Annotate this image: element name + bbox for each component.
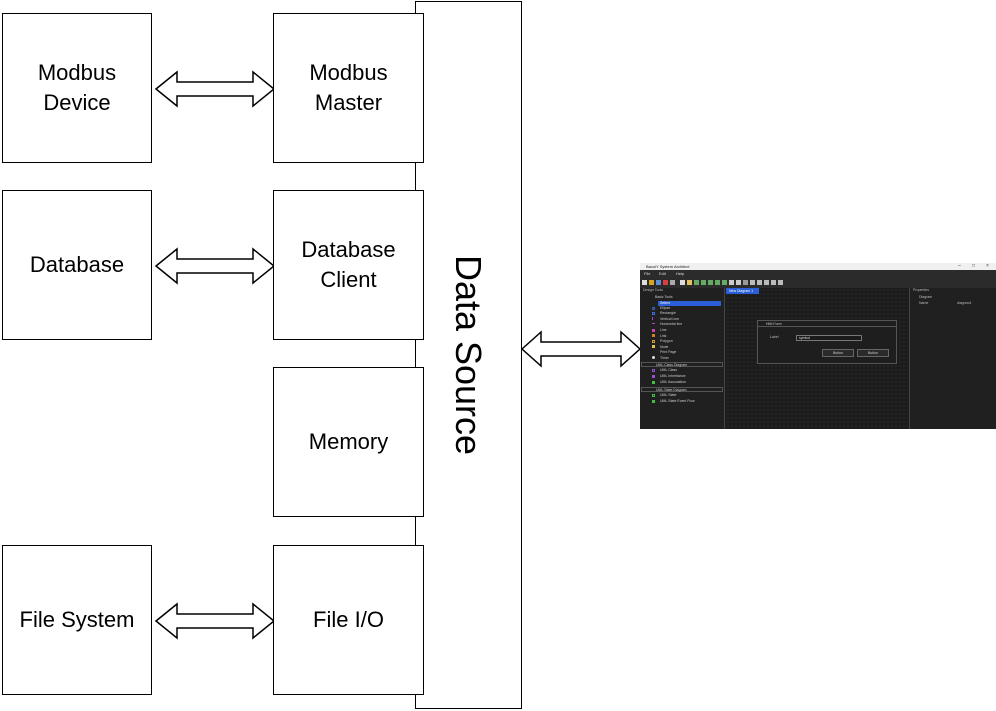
- form-button-1: Button: [822, 349, 854, 357]
- tool-ellipse: Ellipse: [660, 306, 671, 310]
- rows-icon: [778, 280, 783, 285]
- form-input: symbol: [796, 335, 862, 341]
- uml-class-icon: [652, 369, 655, 372]
- minimize-icon: –: [958, 263, 961, 269]
- node-icon: [652, 345, 655, 348]
- maximize-icon: □: [972, 263, 976, 269]
- window-title: BaculY System Architect: [640, 263, 996, 270]
- uml-inheritance-item: UML Inheritance: [660, 374, 686, 378]
- cut-icon: [670, 280, 675, 285]
- data-source-box: [415, 1, 522, 709]
- zoom-out-icon: [736, 280, 741, 285]
- modbus-device-box: Modbus Device: [2, 13, 152, 163]
- polygon-icon: [652, 340, 655, 343]
- tool-line: Line: [660, 328, 667, 332]
- uml-state-header: UML State Diagram: [641, 387, 723, 392]
- align-icon: [694, 280, 699, 285]
- horizontal-line-icon: [652, 323, 655, 326]
- uml-class-item: UML Class: [660, 368, 677, 372]
- timer-icon: [652, 356, 655, 359]
- basic-tools-header: Basic Tools: [655, 295, 673, 299]
- columns-icon: [771, 280, 776, 285]
- arrow-file: [154, 602, 276, 640]
- ungroup-icon: [708, 280, 713, 285]
- group-icon: [701, 280, 706, 285]
- tab-new-diagram: New Diagram 1: [726, 288, 759, 294]
- uml-association-icon: [652, 381, 655, 384]
- file-io-box: File I/O: [273, 545, 424, 695]
- line-icon: [652, 329, 655, 332]
- tool-rectangle: Rectangle: [660, 311, 676, 315]
- copy-icon: [680, 280, 685, 285]
- ellipse-icon: [652, 307, 655, 310]
- arrow-database: [154, 247, 276, 285]
- diagram-canvas: New Diagram 1 HMI Form Label symbol Butt…: [726, 288, 908, 429]
- database-client-box: Database Client: [273, 190, 424, 340]
- form-button-2: Button: [857, 349, 889, 357]
- app-screenshot: BaculY System Architect – □ × File Edit …: [640, 263, 996, 429]
- table-icon: [750, 280, 755, 285]
- tool-select: Select: [658, 301, 721, 306]
- save-icon: [656, 280, 661, 285]
- properties-section: Diagram: [919, 295, 933, 299]
- arrow-screenshot: [520, 330, 642, 368]
- tool-link: Link: [660, 333, 667, 338]
- hmi-form: HMI Form Label symbol Button Button: [757, 320, 897, 364]
- database-box: Database: [2, 190, 152, 340]
- tool-vertical-line: Vertical Line: [660, 316, 680, 321]
- hmi-form-title: HMI Form: [758, 321, 896, 327]
- data-source-label: Data Source: [448, 254, 489, 456]
- tool-node: Node: [660, 344, 669, 349]
- uml-association-item: UML Association: [660, 380, 686, 384]
- properties-panel: Properties Diagram Name diagram1: [909, 288, 996, 429]
- link-icon: [652, 334, 655, 337]
- paste-icon: [687, 280, 692, 285]
- arrow-modbus: [154, 70, 276, 108]
- zoom-in-icon: [729, 280, 734, 285]
- menu-help: Help: [676, 271, 685, 276]
- design-tools-panel: Design Tools Basic Tools Select Ellipse …: [640, 288, 725, 429]
- close-icon: ×: [986, 263, 989, 269]
- uml-state-item: UML State: [660, 393, 677, 397]
- grid-icon: [743, 280, 748, 285]
- front-icon: [715, 280, 720, 285]
- menu-file: File: [644, 271, 651, 276]
- rectangle-icon: [652, 312, 655, 315]
- toolbar: [640, 277, 996, 288]
- new-icon: [642, 280, 647, 285]
- form-label: Label: [770, 335, 779, 339]
- uml-state-flow-icon: [652, 400, 655, 403]
- file-system-box: File System: [2, 545, 152, 695]
- back-icon: [722, 280, 727, 285]
- tool-print-page: Print Page: [660, 350, 677, 354]
- properties-name-value: diagram1: [957, 301, 972, 305]
- menu-edit: Edit: [659, 271, 666, 276]
- uml-inheritance-icon: [652, 375, 655, 378]
- design-tools-title: Design Tools: [643, 288, 663, 292]
- tool-polygon: Polygon: [660, 339, 673, 343]
- uml-class-header: UML Class Diagram: [641, 362, 723, 367]
- tool-timer: Timer: [660, 355, 669, 360]
- open-icon: [649, 280, 654, 285]
- vertical-line-icon: [652, 317, 655, 320]
- properties-title: Properties: [913, 288, 929, 292]
- grid-view-icon: [757, 280, 762, 285]
- list-view-icon: [764, 280, 769, 285]
- tool-horizontal-line: Horizontal line: [660, 322, 683, 326]
- menu-bar: File Edit Help: [640, 270, 996, 277]
- uml-state-icon: [652, 394, 655, 397]
- modbus-master-box: Modbus Master: [273, 13, 424, 163]
- memory-box: Memory: [273, 367, 424, 517]
- delete-icon: [663, 280, 668, 285]
- uml-state-event-flow-item: UML State Event Flow: [660, 399, 695, 403]
- properties-name-label: Name: [919, 301, 929, 305]
